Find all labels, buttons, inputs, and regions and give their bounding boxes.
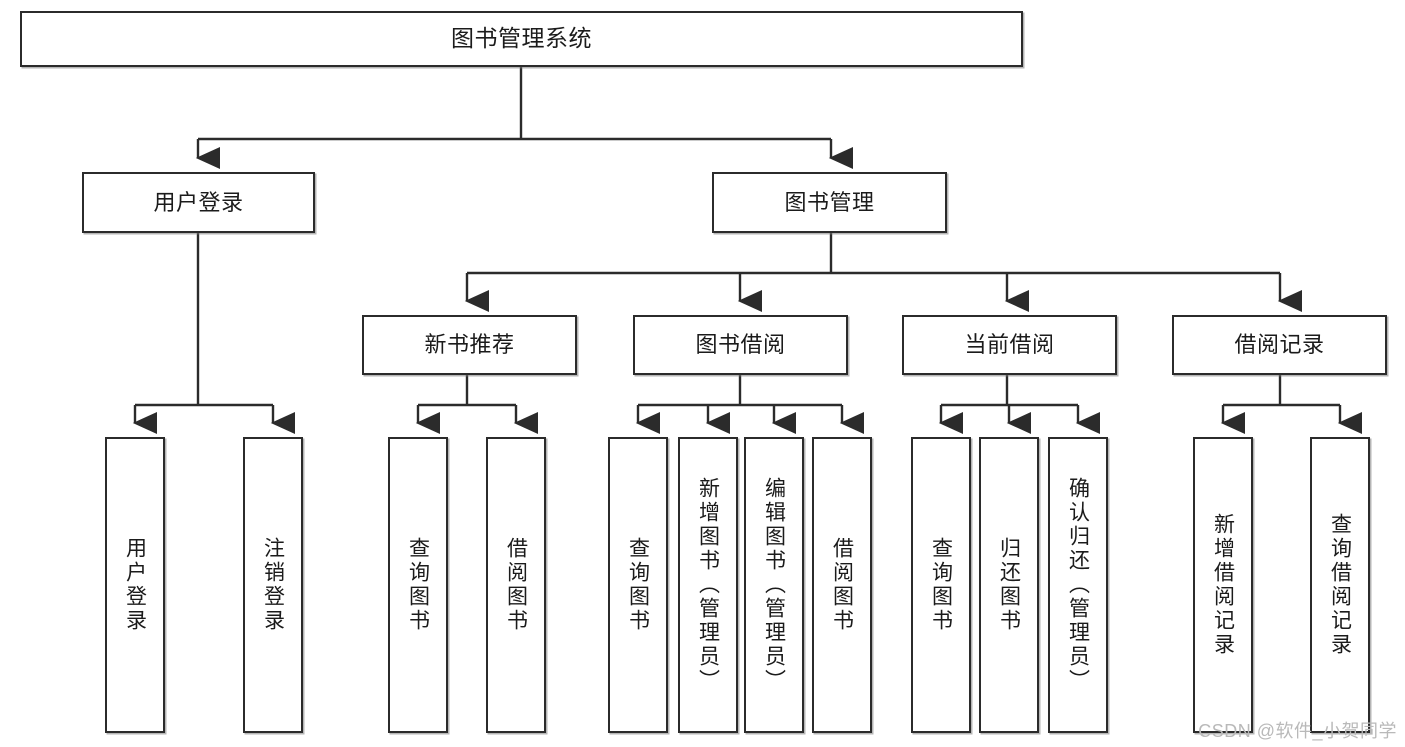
leaf-confirm-return-admin[interactable]: 确认归还（管理员） xyxy=(1048,437,1108,733)
leaf-add-book-admin[interactable]: 新增图书（管理员） xyxy=(678,437,738,733)
node-label: 借阅图书 xyxy=(504,537,528,633)
node-book-borrow[interactable]: 图书借阅 xyxy=(633,315,848,375)
node-label: 查询借阅记录 xyxy=(1328,513,1352,657)
node-label: 借阅图书 xyxy=(830,537,854,633)
node-new-book-recommend[interactable]: 新书推荐 xyxy=(362,315,577,375)
node-label: 用户登录 xyxy=(153,189,244,215)
node-label: 新书推荐 xyxy=(424,332,515,358)
leaf-return-book[interactable]: 归还图书 xyxy=(979,437,1039,733)
node-label: 借阅记录 xyxy=(1234,332,1325,358)
node-user-login[interactable]: 用户登录 xyxy=(82,172,315,233)
node-label: 编辑图书（管理员） xyxy=(762,477,786,693)
node-label: 图书借阅 xyxy=(695,332,786,358)
node-label: 查询图书 xyxy=(626,537,650,633)
leaf-query-borrow-record[interactable]: 查询借阅记录 xyxy=(1310,437,1370,733)
leaf-add-borrow-record[interactable]: 新增借阅记录 xyxy=(1193,437,1253,733)
leaf-user-login[interactable]: 用户登录 xyxy=(105,437,165,733)
leaf-borrow-book[interactable]: 借阅图书 xyxy=(812,437,872,733)
node-label: 当前借阅 xyxy=(964,332,1055,358)
node-label: 用户登录 xyxy=(123,537,147,633)
node-label: 图书管理系统 xyxy=(451,25,592,52)
node-label: 新增图书（管理员） xyxy=(696,477,720,693)
leaf-borrow-book-recommend[interactable]: 借阅图书 xyxy=(486,437,546,733)
node-current-borrow[interactable]: 当前借阅 xyxy=(902,315,1117,375)
leaf-query-book-recommend[interactable]: 查询图书 xyxy=(388,437,448,733)
leaf-query-book-current[interactable]: 查询图书 xyxy=(911,437,971,733)
node-root[interactable]: 图书管理系统 xyxy=(20,11,1023,67)
leaf-query-book-borrow[interactable]: 查询图书 xyxy=(608,437,668,733)
watermark-text: CSDN @软件_小贺同学 xyxy=(1198,721,1397,741)
node-label: 查询图书 xyxy=(929,537,953,633)
node-label: 查询图书 xyxy=(406,537,430,633)
node-borrow-record[interactable]: 借阅记录 xyxy=(1172,315,1387,375)
leaf-user-logout[interactable]: 注销登录 xyxy=(243,437,303,733)
node-label: 新增借阅记录 xyxy=(1211,513,1235,657)
node-label: 注销登录 xyxy=(261,537,285,633)
leaf-edit-book-admin[interactable]: 编辑图书（管理员） xyxy=(744,437,804,733)
node-book-management[interactable]: 图书管理 xyxy=(712,172,947,233)
node-label: 确认归还（管理员） xyxy=(1066,477,1090,693)
node-label: 图书管理 xyxy=(784,189,875,215)
node-label: 归还图书 xyxy=(997,537,1021,633)
